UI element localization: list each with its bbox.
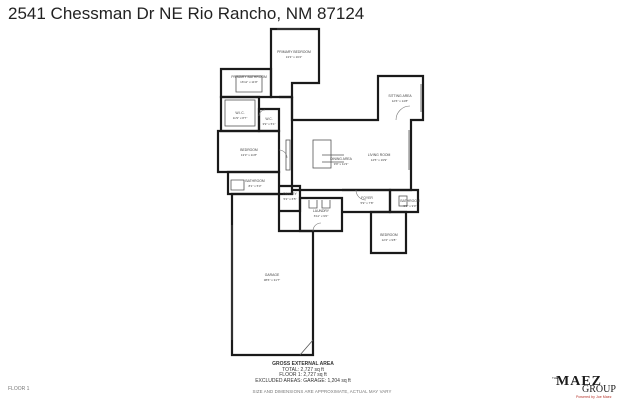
svg-text:38'6" x 31'7": 38'6" x 31'7" [264, 278, 280, 282]
svg-text:8'1" x 5'3": 8'1" x 5'3" [248, 184, 261, 188]
svg-text:W.C.: W.C. [265, 117, 272, 121]
svg-text:LAUNDRY: LAUNDRY [313, 209, 330, 213]
area-floor: FLOOR 1: 2,727 sq ft [279, 372, 327, 379]
room-living-room: LIVING ROOM 14'5" x 19'9" [368, 153, 391, 162]
room-primary-bedroom: PRIMARY BEDROOM 13'3" x 16'2" [277, 50, 311, 59]
svg-text:BEDROOM: BEDROOM [380, 233, 398, 237]
svg-text:GARAGE: GARAGE [265, 273, 280, 277]
area-summary: GROSS EXTERNAL AREA TOTAL: 2,727 sq ft F… [248, 361, 358, 384]
area-heading: GROSS EXTERNAL AREA [272, 361, 334, 367]
logo-group: GROUP [582, 384, 616, 395]
page-title: 2541 Chessman Dr NE Rio Rancho, NM 87124 [8, 4, 365, 23]
room-bathroom-east: BATHROOM 5'3" x 9'0" [400, 199, 420, 208]
svg-text:LIVING ROOM: LIVING ROOM [368, 153, 391, 157]
svg-text:5'3" x 9'0": 5'3" x 9'0" [403, 204, 416, 208]
wall-bathroom-east [388, 188, 420, 214]
wall-bedroom-east [369, 210, 408, 255]
svg-text:16'11" x 11'8": 16'11" x 11'8" [240, 80, 258, 84]
floor-label: FLOOR 1 [8, 386, 30, 392]
room-laundry: LAUNDRY 6'11" x 9'0" [313, 209, 330, 218]
svg-text:5'2" x 6'5": 5'2" x 6'5" [283, 197, 296, 201]
svg-text:DINING AREA: DINING AREA [330, 157, 353, 161]
room-foyer: FOYER 5'9" x 7'8" [360, 196, 373, 205]
room-garage: GARAGE 38'6" x 31'7" [264, 273, 280, 282]
svg-text:BEDROOM: BEDROOM [240, 148, 258, 152]
wall-hall [279, 95, 294, 196]
svg-text:12'6" x 14'8": 12'6" x 14'8" [392, 99, 408, 103]
svg-text:3'9" x 5'1": 3'9" x 5'1" [262, 122, 275, 126]
room-wc: W.C. 3'9" x 5'1" [262, 117, 275, 126]
svg-text:13'3" x 16'2": 13'3" x 16'2" [286, 55, 302, 59]
room-bathroom-west: BATHROOM 8'1" x 5'3" [245, 179, 265, 188]
area-excluded: EXCLUDED AREAS: GARAGE: 1,204 sq ft [255, 377, 351, 384]
svg-text:W.I.C.: W.I.C. [235, 111, 244, 115]
svg-text:PRIMARY BEDROOM: PRIMARY BEDROOM [277, 50, 311, 54]
svg-text:PRIMARY BATHROOM: PRIMARY BATHROOM [231, 75, 267, 79]
svg-text:BATHROOM: BATHROOM [400, 199, 420, 203]
room-dining-area: DINING AREA 9'9" x 11'3" [330, 157, 353, 166]
svg-text:SITTING AREA: SITTING AREA [388, 94, 412, 98]
logo-main: MAEZ [556, 374, 602, 389]
room-bedroom-east: BEDROOM 12'2" x 9'8" [380, 233, 398, 242]
svg-text:FOYER: FOYER [361, 196, 373, 200]
svg-text:11'9" x 8'7": 11'9" x 8'7" [233, 116, 248, 120]
svg-text:9'9" x 11'3": 9'9" x 11'3" [334, 162, 349, 166]
wall-primary-bathroom [219, 67, 273, 99]
svg-text:PANTRY: PANTRY [283, 192, 297, 196]
disclaimer: SIZE AND DIMENSIONS ARE APPROXIMATE, ACT… [252, 389, 392, 394]
wall-bathroom-west [226, 170, 281, 196]
room-wic: W.I.C. 11'9" x 8'7" [233, 111, 248, 120]
maez-group-logo: THE MAEZ GROUP Powered by Joe Maez [552, 374, 632, 400]
svg-text:13'3" x 11'8": 13'3" x 11'8" [241, 153, 257, 157]
svg-text:5'9" x 7'8": 5'9" x 7'8" [360, 201, 373, 205]
room-pantry: PANTRY 5'2" x 6'5" [283, 192, 297, 201]
room-sitting-area: SITTING AREA 12'6" x 14'8" [388, 94, 412, 103]
wall-laundry [298, 196, 344, 233]
logo-the: THE [552, 376, 558, 380]
svg-text:6'11" x 9'0": 6'11" x 9'0" [314, 214, 329, 218]
room-bedroom-west: BEDROOM 13'3" x 11'8" [240, 148, 258, 157]
svg-text:14'5" x 19'9": 14'5" x 19'9" [371, 158, 387, 162]
wall-garage [230, 192, 315, 357]
area-total: TOTAL: 2,727 sq ft [282, 366, 324, 373]
logo-powered: Powered by Joe Maez [576, 395, 612, 399]
svg-text:12'2" x 9'8": 12'2" x 9'8" [382, 238, 397, 242]
room-primary-bathroom: PRIMARY BATHROOM 16'11" x 11'8" [231, 75, 267, 84]
svg-text:BATHROOM: BATHROOM [245, 179, 265, 183]
wall-primary-bedroom [269, 27, 321, 99]
wall-living-core [290, 74, 425, 192]
